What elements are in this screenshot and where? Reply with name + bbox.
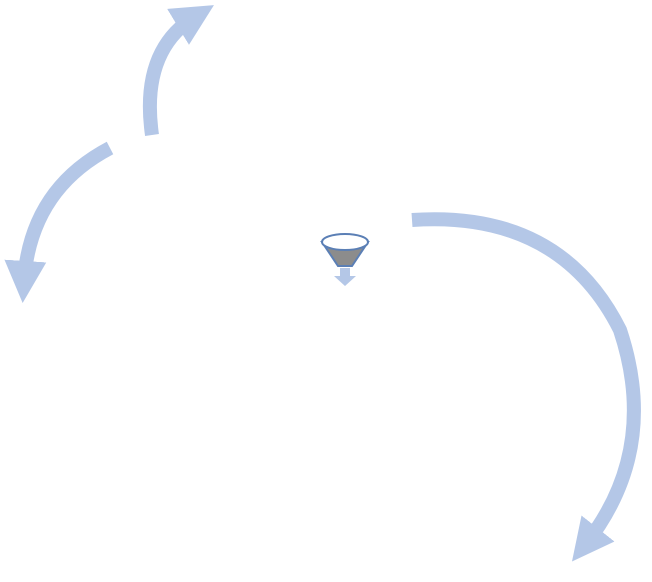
production-gear-label: Aineiston tuottaminen [220,100,380,144]
bank-item: (luokittelut, hakutermit) [361,425,499,440]
usage-label-line1: Aineiston [137,266,215,285]
usage-label-line2: käyttäminen [126,288,226,307]
cycle-arrow-right [411,212,641,562]
funnel-icon [320,233,370,286]
bank-item: Aineisto yhdessä paikassa [350,341,510,356]
bank-item: Helposti löydettävissä [364,408,496,423]
bank-item: Helposti hyödynnettävissä [351,375,509,390]
bank-item: Automatisoitu kuvankäsittely [344,458,516,473]
production-label-line1: Aineiston [261,101,339,120]
cycle-arrow-top [142,5,214,136]
cycle-arrow-left [4,141,114,303]
usage-gear-label: Aineiston käyttäminen [96,265,256,309]
bank-title: Aineistopankki [369,319,491,338]
production-label-line2: tuottaminen [251,123,349,142]
bank-gear-label: Aineistopankki Aineisto yhdessä paikassa… [290,318,570,508]
bank-item: E-julkaisut [398,492,462,507]
